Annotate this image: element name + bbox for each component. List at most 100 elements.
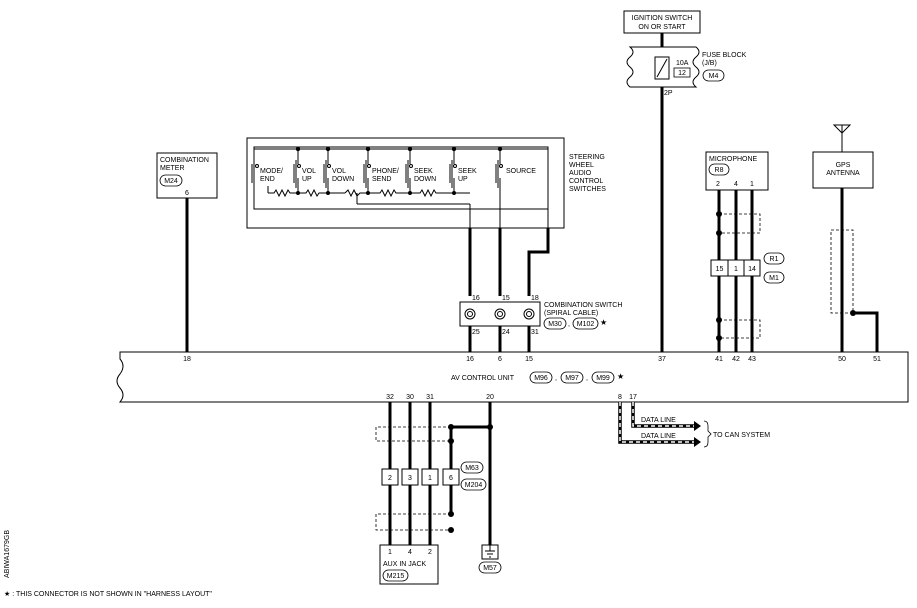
combination-meter-pin: 6 [185,190,189,197]
data-line-label-1: DATA LINE [641,417,676,424]
steering-switch-assembly: MODE/ END VOL UP VOL DOWN PHONE/ SEND SE… [246,137,606,252]
switch-label-seekup-2: UP [458,176,468,183]
steering-title-3: AUDIO [569,170,592,177]
switch-label-seekdown-1: SEEK [414,168,433,175]
switch-label-volup-1: VOL [302,168,316,175]
aux-in-jack-label: AUX IN JACK [383,561,427,568]
av-connector-m97: M97 [565,375,579,382]
av-pin-31: 31 [426,394,434,401]
steering-switch-symbols [251,149,503,193]
spiral-pin-bot-31: 31 [531,329,539,336]
resistor-ladder [267,178,501,228]
switch-label-phone-1: PHONE/ [372,168,399,175]
av-pin-17: 17 [629,394,637,401]
steering-title-1: STEERING [569,154,605,161]
fuse-block-label-1: FUSE BLOCK [702,52,747,59]
av-pin-32: 32 [386,394,394,401]
mic-joint-connector-r1: R1 [770,256,779,263]
combination-meter-connector: M24 [164,178,178,185]
microphone-joint-connector: 15 1 14 R1 M1 [710,252,785,284]
switch-label-seekup-1: SEEK [458,168,477,175]
aux-pin-1: 1 [388,549,392,556]
aux-joint-pin-1: 1 [428,475,432,482]
av-connector-m96: M96 [534,375,548,382]
aux-in-jack-connector: M215 [387,573,405,580]
mic-pin-1: 1 [750,181,754,188]
footnote: ★ : THIS CONNECTOR IS NOT SHOWN IN "HARN… [4,590,212,598]
switch-label-voldown-2: DOWN [332,176,354,183]
switch-label-volup-2: UP [302,176,312,183]
av-pin-18: 18 [183,356,191,363]
mic-joint-pin-14: 14 [748,266,756,273]
gps-antenna: GPS ANTENNA [812,124,874,189]
can-system-label: TO CAN SYSTEM [713,432,770,439]
aux-joint-pin-6: 6 [449,475,453,482]
av-control-unit-label: AV CONTROL UNIT [451,375,515,382]
aux-in-jack-box: 1 4 2 AUX IN JACK M215 [379,544,439,585]
switch-label-source: SOURCE [506,168,536,175]
av-pin-43: 43 [748,356,756,363]
spiral-pin-top-16: 16 [472,295,480,302]
fuse-block-label-2: (J/B) [702,60,717,67]
ignition-label-2: ON OR START [638,24,686,31]
microphone-connector: R8 [715,167,724,174]
ground-connector: M57 [483,565,497,572]
combination-switch-star: ★ [600,318,607,327]
mic-joint-pin-15: 15 [716,266,724,273]
combination-meter-label-2: METER [160,165,185,172]
av-pin-16: 16 [466,356,474,363]
av-connector-m99: M99 [596,375,610,382]
switch-label-mode-2: END [260,176,275,183]
combination-switch-label-1: COMBINATION SWITCH [544,302,622,309]
switch-label-seekdown-2: DOWN [414,176,436,183]
aux-joint-pin-3: 3 [408,475,412,482]
av-pin-20: 20 [486,394,494,401]
figure-id: ABIWA1679GB [4,530,11,578]
microphone-label: MICROPHONE [709,156,758,163]
spiral-pin-bot-24: 24 [502,329,510,336]
switch-label-mode-1: MODE/ [260,168,283,175]
microphone-shield-dots [716,211,722,341]
av-pin-42: 42 [732,356,740,363]
steering-title: STEERING WHEEL AUDIO CONTROL SWITCHES [569,154,606,193]
combination-meter-label-1: COMBINATION [160,157,209,164]
av-control-unit: 18 16 6 15 37 41 42 43 50 51 AV CONTROL … [116,351,909,403]
steering-switch-labels: MODE/ END VOL UP VOL DOWN PHONE/ SEND SE… [260,168,536,183]
microphone-shield [719,213,761,339]
can-data-lines: DATA LINE DATA LINE TO CAN SYSTEM [618,402,770,448]
av-connector-star: ★ [617,372,624,381]
fuse-pin-2p: 2P [664,90,673,97]
ignition-switch-box: IGNITION SWITCH ON OR START [623,10,701,34]
combination-switch: 16 15 18 25 24 31 COMBINATION SWITCH (SP… [459,295,622,336]
switch-label-phone-2: SEND [372,176,391,183]
aux-joint-connector-m63: M63 [465,465,479,472]
combination-meter-box: COMBINATION METER M24 6 [156,152,218,199]
gps-label-2: ANTENNA [826,170,860,177]
switch-label-voldown-1: VOL [332,168,346,175]
ignition-label-1: IGNITION SWITCH [632,15,693,22]
fuse-block: 10A 12 FUSE BLOCK (J/B) M4 2P [626,46,747,97]
av-connector-sep-1: , [555,375,557,382]
steering-title-4: CONTROL [569,178,603,185]
steering-title-5: SWITCHES [569,186,606,193]
aux-joint-pin-2: 2 [388,475,392,482]
av-pin-51: 51 [873,356,881,363]
mic-joint-pin-1: 1 [734,266,738,273]
combination-switch-connector-m102: M102 [577,321,595,328]
data-line-label-2: DATA LINE [641,433,676,440]
av-pin-30: 30 [406,394,414,401]
av-pin-50: 50 [838,356,846,363]
gps-label-1: GPS [836,162,851,169]
microphone-box: MICROPHONE R8 2 4 1 [705,151,769,191]
fuse-connector: M4 [709,73,719,80]
mic-pin-4: 4 [734,181,738,188]
av-connector-sep-2: , [586,375,588,382]
aux-pin-2: 2 [428,549,432,556]
combination-switch-connector-m30: M30 [548,321,562,328]
mic-joint-connector-m1: M1 [769,275,779,282]
av-top-pins: 18 16 6 15 37 41 42 43 50 51 [183,356,881,363]
combination-switch-sep: , [568,321,570,328]
combination-switch-label-2: (SPIRAL CABLE) [544,310,598,317]
av-pin-6: 6 [498,356,502,363]
